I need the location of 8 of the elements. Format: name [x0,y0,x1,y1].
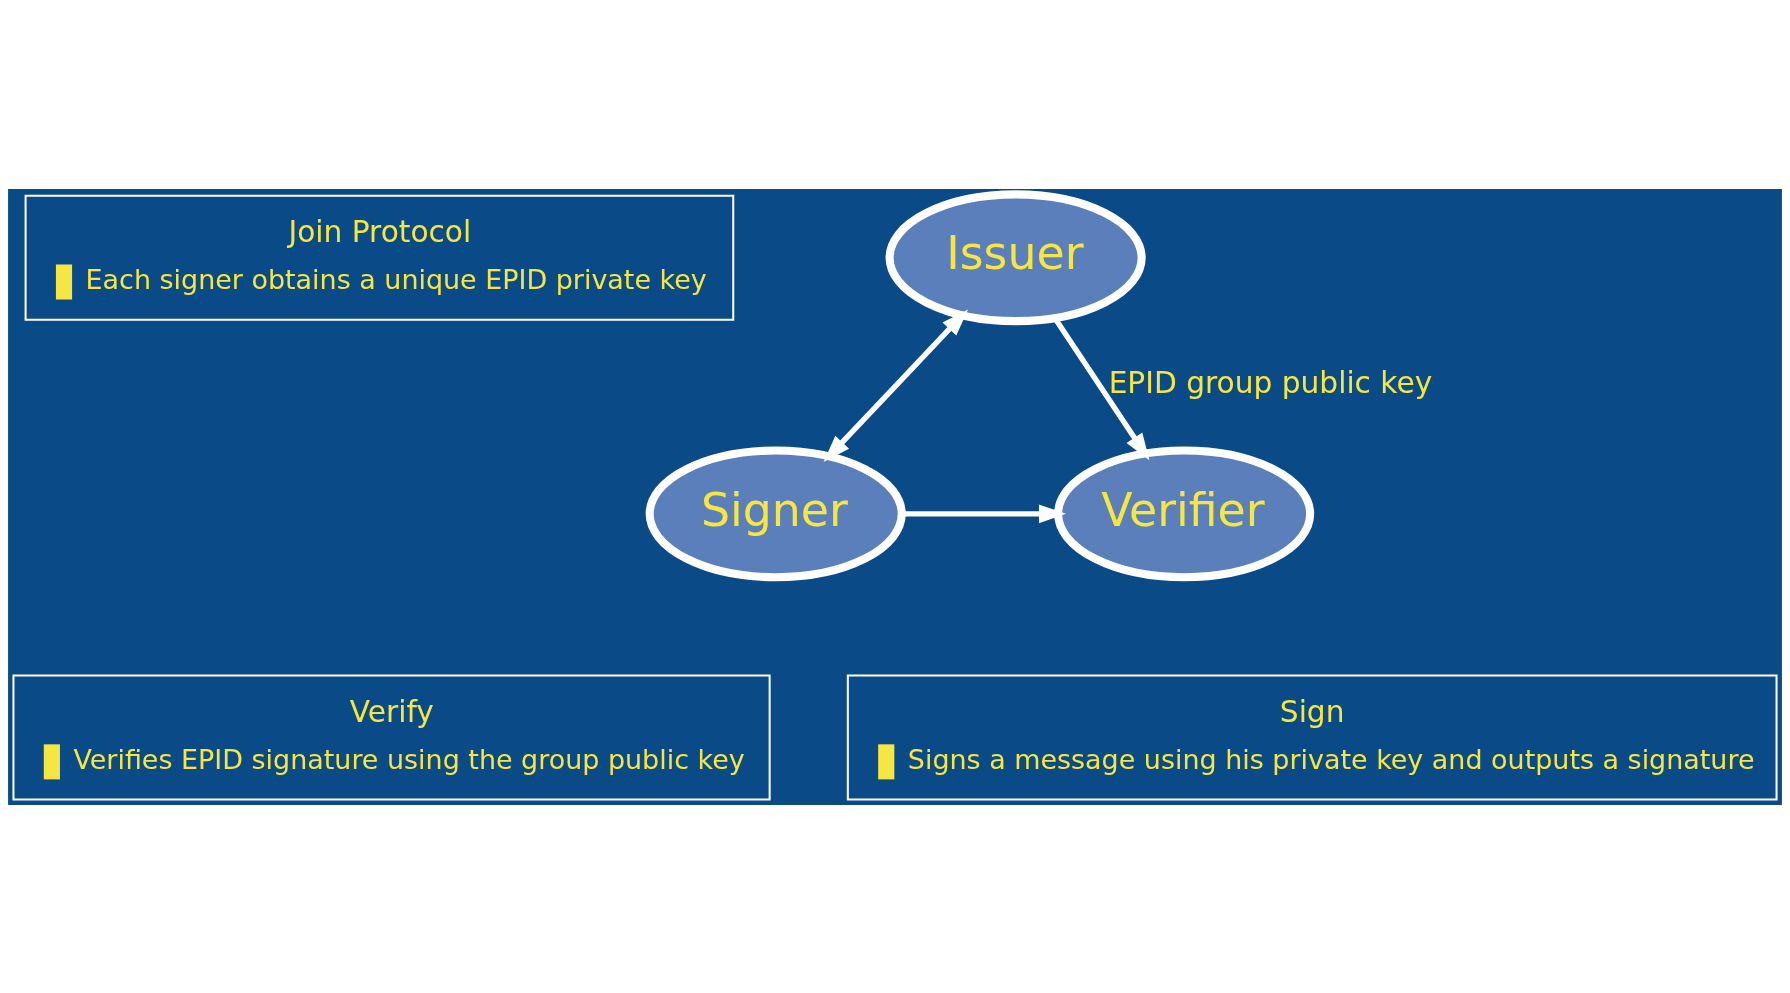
node-box: Sign Signs a message using his private key and outputs a signature [846,674,1778,801]
edge-label: EPID group public key [1108,364,1433,400]
node-box: Verify Verifies EPID signature using the group public key [12,674,771,801]
node-box: Join Protocol Each signer obtains a unique EPID private key [24,194,735,321]
arrow [823,308,968,462]
node-ellipse: Verifier [1054,445,1315,581]
node-ellipse: Issuer [885,189,1146,325]
node-ellipse: Signer [645,445,906,581]
